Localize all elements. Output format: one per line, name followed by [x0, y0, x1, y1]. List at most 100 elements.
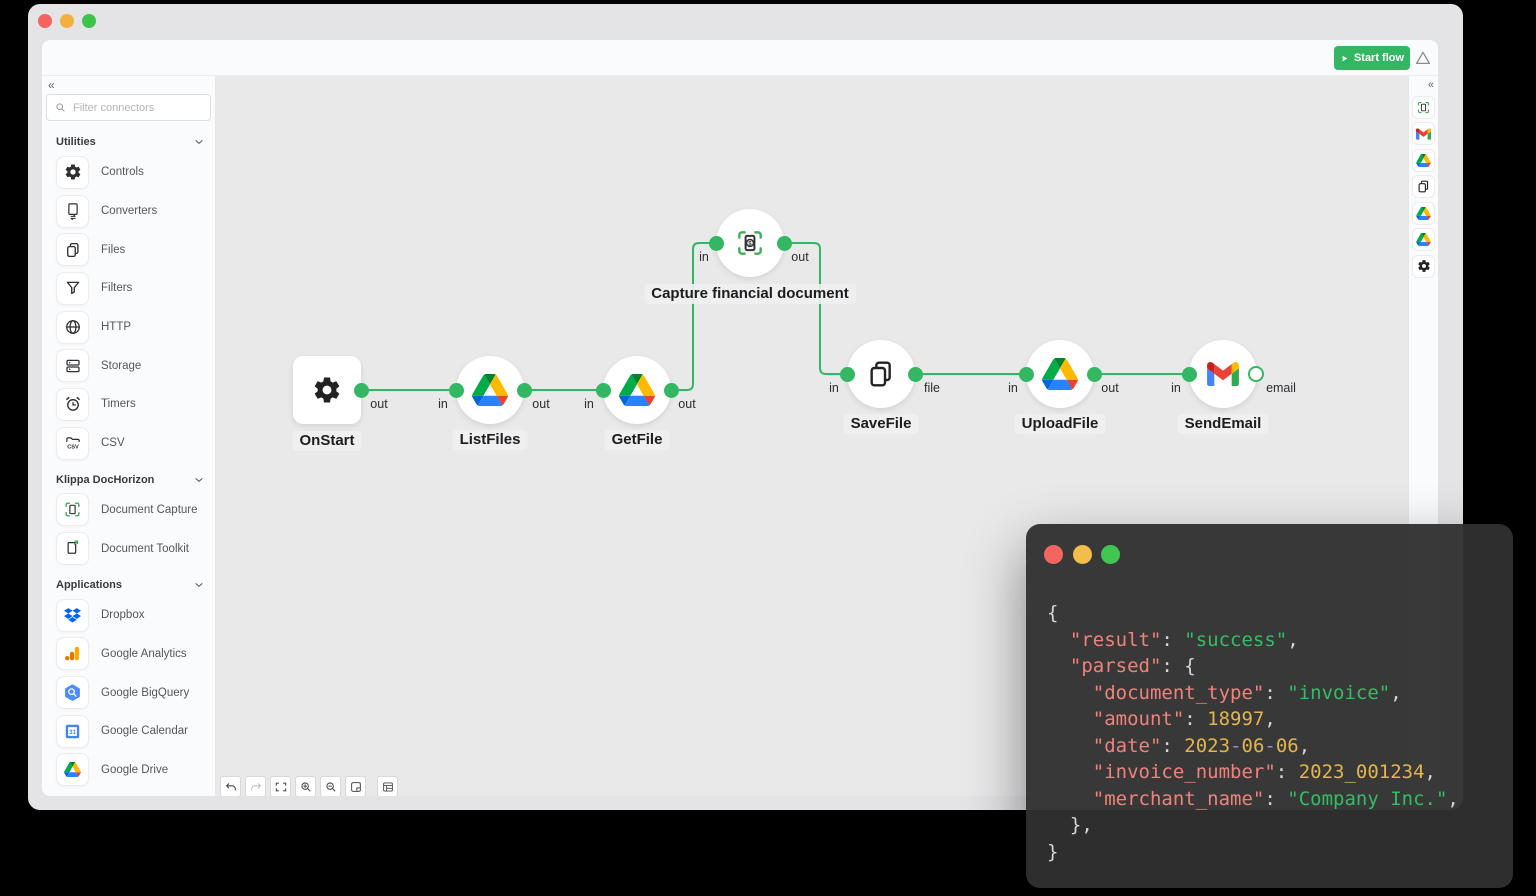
node-uploadfile[interactable] [1026, 340, 1094, 408]
fit-view-button[interactable] [270, 776, 291, 796]
sidebar-item-controls[interactable]: Controls [42, 153, 215, 192]
port-label: in [829, 381, 839, 395]
warning-icon[interactable] [1414, 49, 1432, 67]
gmail-icon [1207, 362, 1239, 386]
zoom-in-button[interactable] [295, 776, 316, 796]
port-label: in [438, 397, 448, 411]
node-label-uploadfile: UploadFile [1014, 414, 1106, 434]
sidebar-item-http[interactable]: HTTP [42, 308, 215, 347]
port-uploadfile-out[interactable] [1086, 366, 1102, 382]
rail-item-getfile[interactable] [1412, 201, 1435, 225]
google-drive-icon [1416, 233, 1431, 246]
node-label-capture: Capture financial document [644, 284, 856, 304]
node-listfiles[interactable] [456, 356, 524, 424]
port-capture-out[interactable] [776, 235, 792, 251]
sidebar-item-timers[interactable]: Timers [42, 385, 215, 424]
sidebar-item-document-capture[interactable]: Document Capture [42, 491, 215, 530]
rail-item-capture[interactable] [1412, 95, 1435, 119]
node-sendemail[interactable] [1189, 340, 1257, 408]
node-getfile[interactable] [603, 356, 671, 424]
doc-arrows-icon [64, 202, 82, 220]
fit-page-button[interactable] [345, 776, 366, 796]
port-getfile-out[interactable] [663, 382, 679, 398]
port-uploadfile-in[interactable] [1018, 366, 1034, 382]
node-onstart[interactable] [293, 356, 361, 424]
sidebar-collapse-icon[interactable]: « [48, 78, 55, 92]
port-capture-in[interactable] [708, 235, 724, 251]
sidebar-item-google-bigquery[interactable]: Google BigQuery [42, 673, 215, 712]
rail-item-onstart[interactable] [1412, 254, 1435, 278]
node-savefile[interactable] [847, 340, 915, 408]
google-calendar-icon [64, 723, 81, 740]
rail-collapse-icon[interactable]: « [1427, 79, 1434, 91]
search-input[interactable] [73, 101, 203, 114]
section-header-utilities[interactable]: Utilities [42, 131, 215, 153]
top-toolbar: Start flow [42, 40, 1438, 76]
traffic-minimize-button[interactable] [60, 14, 74, 28]
minimap-button[interactable] [377, 776, 398, 796]
port-savefile-file[interactable] [907, 366, 923, 382]
scan-dollar-doc-icon [734, 227, 766, 259]
redo-button[interactable] [245, 776, 266, 796]
rail-item-listfiles[interactable] [1412, 228, 1435, 251]
rail-item-uploadfile[interactable] [1412, 148, 1435, 172]
terminal-close-button[interactable] [1043, 545, 1063, 564]
chevron-down-icon [193, 136, 205, 148]
traffic-maximize-button[interactable] [82, 14, 96, 28]
port-sendemail-email[interactable] [1248, 366, 1264, 382]
sidebar-item-google-calendar[interactable]: Google Calendar [42, 712, 215, 751]
terminal-code: { "result": "success", "parsed": { "docu… [1047, 602, 1459, 863]
google-bigquery-icon [64, 684, 81, 701]
gear-icon [312, 375, 342, 405]
rail-item-sendemail[interactable] [1412, 122, 1435, 145]
port-label: in [699, 250, 709, 264]
port-label: out [678, 397, 696, 411]
terminal-minimize-button[interactable] [1072, 545, 1092, 564]
section-header-klippa-dochorizon[interactable]: Klippa DocHorizon [42, 469, 215, 491]
node-label-listfiles: ListFiles [452, 430, 528, 450]
sidebar-item-filters[interactable]: Filters [42, 269, 215, 308]
section-header-applications[interactable]: Applications [42, 574, 215, 596]
globe-icon [64, 318, 82, 336]
traffic-close-button[interactable] [38, 14, 52, 28]
node-label-onstart: OnStart [292, 431, 362, 451]
chevron-down-icon [193, 579, 205, 591]
node-label-savefile: SaveFile [843, 414, 919, 434]
port-label: file [924, 381, 940, 395]
scan-doc-icon [1416, 100, 1431, 115]
terminal-maximize-button[interactable] [1100, 545, 1120, 564]
port-onstart-out[interactable] [353, 382, 369, 398]
alarm-clock-icon [64, 395, 82, 413]
gear-icon [64, 163, 82, 181]
sidebar-item-csv[interactable]: CSV [42, 424, 215, 463]
google-drive-icon [619, 374, 655, 406]
port-getfile-in[interactable] [595, 382, 611, 398]
start-flow-button[interactable]: Start flow [1334, 46, 1410, 70]
sidebar-item-google-analytics[interactable]: Google Analytics [42, 635, 215, 674]
sidebar-item-converters[interactable]: Converters [42, 192, 215, 231]
sidebar-item-document-toolkit[interactable]: Document Toolkit [42, 529, 215, 568]
port-listfiles-in[interactable] [448, 382, 464, 398]
port-savefile-in[interactable] [839, 366, 855, 382]
zoom-out-button[interactable] [320, 776, 341, 796]
port-listfiles-out[interactable] [516, 382, 532, 398]
filter-connectors-searchbox[interactable] [46, 94, 211, 121]
files-icon [865, 358, 897, 390]
google-analytics-icon [64, 645, 81, 662]
undo-button[interactable] [220, 776, 241, 796]
chevron-down-icon [193, 474, 205, 486]
port-sendemail-in[interactable] [1181, 366, 1197, 382]
port-label: email [1266, 381, 1296, 395]
sidebar-item-dropbox[interactable]: Dropbox [42, 596, 215, 635]
node-capture-financial-document[interactable] [716, 209, 784, 277]
sidebar-item-storage[interactable]: Storage [42, 346, 215, 385]
files-icon [1416, 179, 1431, 194]
csv-folder-icon [64, 434, 82, 452]
rail-item-savefile[interactable] [1412, 175, 1435, 198]
node-label-getfile: GetFile [604, 430, 670, 450]
sidebar-item-files[interactable]: Files [42, 230, 215, 269]
sidebar-item-google-drive[interactable]: Google Drive [42, 751, 215, 790]
google-drive-icon [1416, 207, 1431, 220]
port-label: out [1101, 381, 1119, 395]
search-icon [54, 101, 67, 114]
